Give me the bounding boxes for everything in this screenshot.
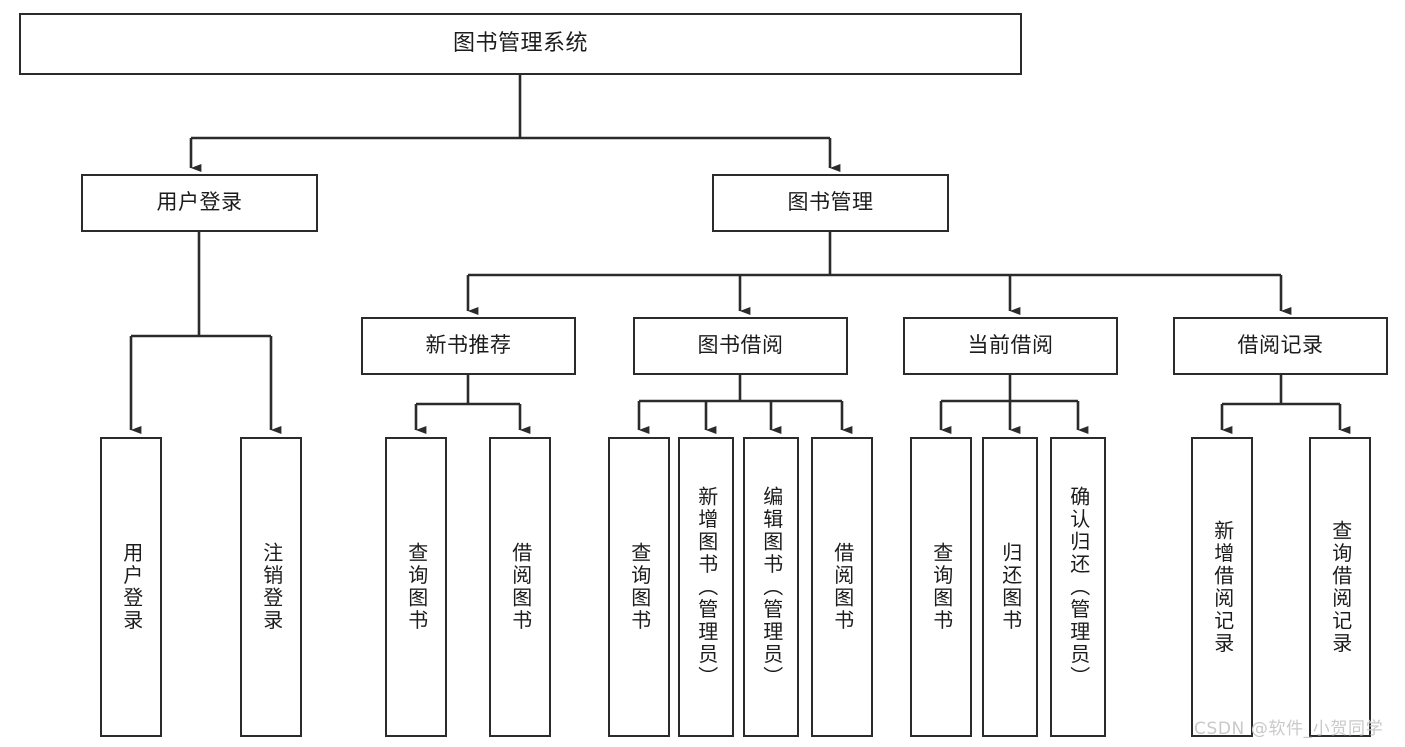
node-book-borrowing[interactable]: 图书借阅 bbox=[633, 317, 848, 375]
node-label: 借阅图书 bbox=[508, 542, 533, 632]
node-label: 图书管理系统 bbox=[452, 30, 588, 56]
node-label: 新增借阅记录 bbox=[1210, 519, 1235, 655]
node-user-login[interactable]: 用户登录 bbox=[81, 174, 318, 232]
leaf-query-book-current[interactable]: 查询图书 bbox=[910, 437, 972, 737]
node-label: 归还图书 bbox=[998, 542, 1023, 632]
node-label: 确认归还（管理员） bbox=[1066, 485, 1091, 689]
node-label: 编辑图书（管理员） bbox=[759, 485, 784, 689]
csdn-watermark: CSDN @软件_小贺同学 bbox=[1194, 719, 1384, 739]
node-label: 借阅图书 bbox=[830, 542, 855, 632]
node-label: 查询图书 bbox=[627, 542, 652, 632]
node-label: 新书推荐 bbox=[425, 333, 512, 358]
leaf-return-book[interactable]: 归还图书 bbox=[982, 437, 1038, 737]
leaf-query-borrow-record[interactable]: 查询借阅记录 bbox=[1309, 437, 1371, 737]
node-book-management[interactable]: 图书管理 bbox=[712, 174, 949, 232]
leaf-logout[interactable]: 注销登录 bbox=[240, 437, 302, 737]
node-label: 用户登录 bbox=[156, 190, 243, 215]
node-new-book-recommendation[interactable]: 新书推荐 bbox=[361, 317, 576, 375]
node-borrowing-record[interactable]: 借阅记录 bbox=[1173, 317, 1388, 375]
leaf-add-borrow-record[interactable]: 新增借阅记录 bbox=[1191, 437, 1253, 737]
leaf-edit-book-admin[interactable]: 编辑图书（管理员） bbox=[743, 437, 799, 737]
node-root-book-management-system[interactable]: 图书管理系统 bbox=[19, 13, 1022, 75]
leaf-query-book-borrowing[interactable]: 查询图书 bbox=[608, 437, 670, 737]
leaf-borrow-book-borrowing[interactable]: 借阅图书 bbox=[811, 437, 873, 737]
node-label: 图书管理 bbox=[787, 190, 874, 215]
node-label: 用户登录 bbox=[119, 542, 144, 632]
leaf-user-login[interactable]: 用户登录 bbox=[100, 437, 162, 737]
node-label: 图书借阅 bbox=[697, 333, 784, 358]
leaf-confirm-return-admin[interactable]: 确认归还（管理员） bbox=[1050, 437, 1106, 737]
node-label: 注销登录 bbox=[259, 542, 284, 632]
leaf-query-book-new-rec[interactable]: 查询图书 bbox=[385, 437, 447, 737]
leaf-add-book-admin[interactable]: 新增图书（管理员） bbox=[678, 437, 734, 737]
node-label: 查询图书 bbox=[929, 542, 954, 632]
node-current-borrowing[interactable]: 当前借阅 bbox=[903, 317, 1118, 375]
node-label: 查询借阅记录 bbox=[1328, 519, 1353, 655]
node-label: 当前借阅 bbox=[967, 333, 1054, 358]
node-label: 借阅记录 bbox=[1237, 333, 1324, 358]
node-label: 新增图书（管理员） bbox=[694, 485, 719, 689]
node-label: 查询图书 bbox=[404, 542, 429, 632]
leaf-borrow-book-new-rec[interactable]: 借阅图书 bbox=[489, 437, 551, 737]
